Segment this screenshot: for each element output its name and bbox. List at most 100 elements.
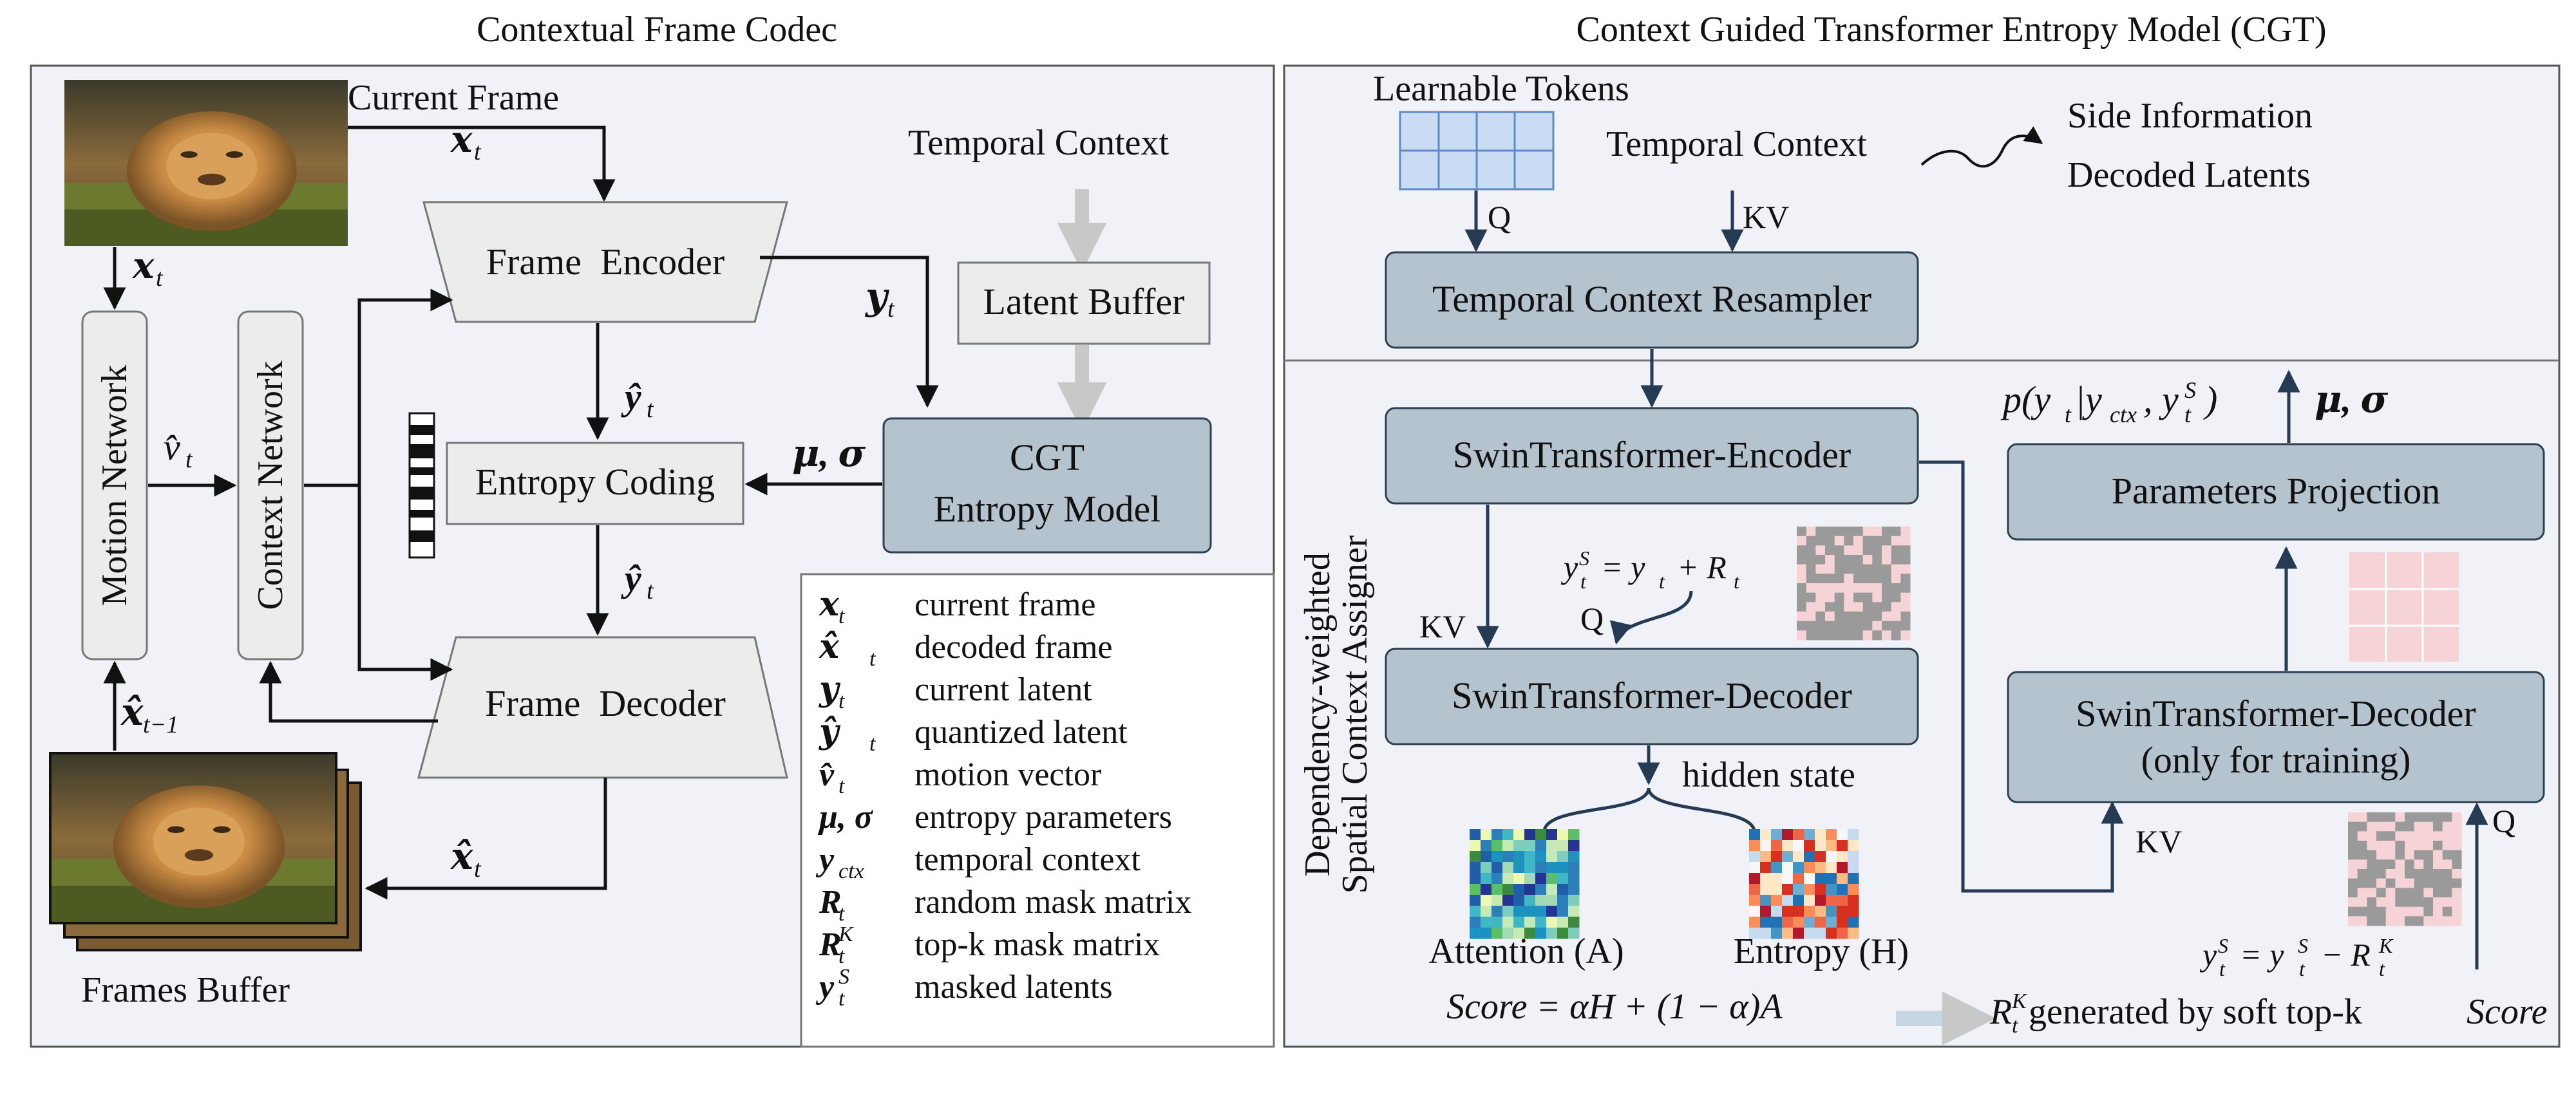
mask-cell — [1844, 527, 1854, 537]
swin-decoder-label: SwinTransformer-Decoder — [1452, 675, 1852, 716]
mask-cell — [1806, 630, 1816, 641]
mask-cell — [2423, 841, 2434, 851]
svg-text:+ R: + R — [1677, 549, 1727, 585]
mask-cell — [2442, 878, 2452, 888]
mask-cell — [1844, 555, 1854, 565]
cgt-label-line2: Entropy Model — [934, 488, 1161, 530]
mask-cell — [2357, 869, 2367, 879]
heatmap-cell — [1815, 840, 1826, 852]
mask-cell — [2348, 906, 2358, 917]
svg-text:t: t — [2012, 1014, 2019, 1038]
heatmap-cell — [1749, 928, 1761, 939]
temporal-context-left: Temporal Context — [908, 123, 1170, 163]
mask-cell — [2357, 831, 2367, 841]
mask-cell — [2452, 878, 2462, 888]
mask-cell — [1834, 574, 1844, 584]
heatmap-cell — [1826, 873, 1837, 884]
heatmap-cell — [1557, 829, 1569, 841]
svg-text:𝒚: 𝒚 — [864, 276, 890, 317]
mask-cell — [1862, 592, 1873, 603]
arrow-encoder-to-train-decoder — [1919, 460, 2124, 893]
heatmap-cell — [1749, 917, 1761, 928]
heatmap-cell — [1848, 884, 1859, 895]
mask-cell — [1825, 527, 1835, 537]
mask-cell — [2414, 916, 2424, 926]
mask-cell — [1891, 564, 1901, 574]
svg-text:Score: Score — [2467, 992, 2547, 1032]
mask-cell — [2367, 906, 2377, 917]
mask-cell — [2395, 878, 2405, 888]
heatmap-cell — [1502, 851, 1514, 863]
mask-cell — [1900, 630, 1911, 641]
heatmap-cell — [1535, 928, 1547, 939]
y-hat-upper-label: ŷ t — [621, 376, 654, 423]
x-t-left-label: 𝒙 t — [132, 247, 164, 292]
svg-text:t: t — [474, 856, 482, 883]
heatmap-cell — [1826, 895, 1837, 906]
arrow-decoder-to-context — [259, 660, 438, 723]
mask-cell — [1872, 612, 1882, 622]
side-information-label: Side Information — [2067, 96, 2313, 136]
heatmap-cell — [1749, 862, 1761, 874]
heatmap-cell — [1481, 884, 1492, 895]
topk-mask-grid — [2348, 812, 2462, 926]
swin-decoder-training-line1: SwinTransformer-Decoder — [2076, 693, 2476, 734]
context-network-label: Context Network — [251, 360, 290, 610]
frames-buffer-label: Frames Buffer — [81, 970, 290, 1010]
heatmap-cell — [1502, 829, 1514, 841]
heatmap-cell — [1782, 862, 1794, 874]
mask-cell — [1797, 621, 1807, 631]
svg-text:− R: − R — [2321, 937, 2371, 973]
heatmap-cell — [1502, 917, 1514, 928]
mask-cell — [2423, 878, 2434, 888]
heatmap-cell — [1470, 928, 1481, 939]
heatmap-cell — [1760, 928, 1772, 939]
mask-cell — [2433, 812, 2443, 823]
mask-cell — [1844, 612, 1854, 622]
mask-cell — [2405, 906, 2415, 917]
heatmap-cell — [1481, 862, 1492, 874]
x-hat-prev-label: 𝒙̂ t−1 — [120, 691, 178, 738]
mask-cell — [2433, 841, 2443, 851]
legend-description: current frame — [914, 586, 1095, 623]
mask-cell — [2433, 897, 2443, 908]
frame-decoder-label: Frame Decoder — [485, 682, 726, 724]
mask-cell — [2405, 850, 2415, 860]
heatmap-cell — [1848, 917, 1859, 928]
mask-cell — [2357, 878, 2367, 888]
swin-encoder — [1385, 407, 1919, 505]
heatmap-cell — [1848, 928, 1859, 939]
mask-cell — [2367, 878, 2377, 888]
score-result: R K t generated by soft top-k Score — [1989, 989, 2547, 1038]
mask-cell — [2405, 831, 2415, 841]
heatmap-cell — [1771, 928, 1783, 939]
mask-cell — [1834, 527, 1844, 537]
mask-cell — [1891, 602, 1901, 612]
mask-cell — [2423, 831, 2434, 841]
resampler-label: Temporal Context Resampler — [1432, 278, 1871, 320]
mask-cell — [1882, 602, 1892, 612]
mask-cell — [1797, 555, 1807, 565]
mask-cell — [1900, 555, 1911, 565]
mask-cell — [1882, 527, 1892, 537]
mask-cell — [1825, 621, 1835, 631]
mask-cell — [2452, 850, 2462, 860]
mask-cell — [1862, 621, 1873, 631]
mask-cell — [1806, 602, 1816, 612]
mask-cell — [2405, 812, 2415, 823]
mask-cell — [1862, 583, 1873, 594]
heatmap-cell — [1524, 884, 1536, 895]
mask-cell — [2442, 831, 2452, 841]
mask-cell — [1825, 555, 1835, 565]
svg-text:t: t — [185, 446, 193, 473]
heatmap-cell — [1470, 840, 1481, 852]
heatmap-cell — [1470, 851, 1481, 863]
arrow-mask-to-decoder — [1609, 590, 1693, 645]
mask-cell — [2348, 850, 2358, 860]
svg-text:generated by soft top-k: generated by soft top-k — [2029, 992, 2362, 1032]
mask-cell — [1862, 612, 1873, 622]
svg-text:t: t — [1659, 570, 1665, 593]
